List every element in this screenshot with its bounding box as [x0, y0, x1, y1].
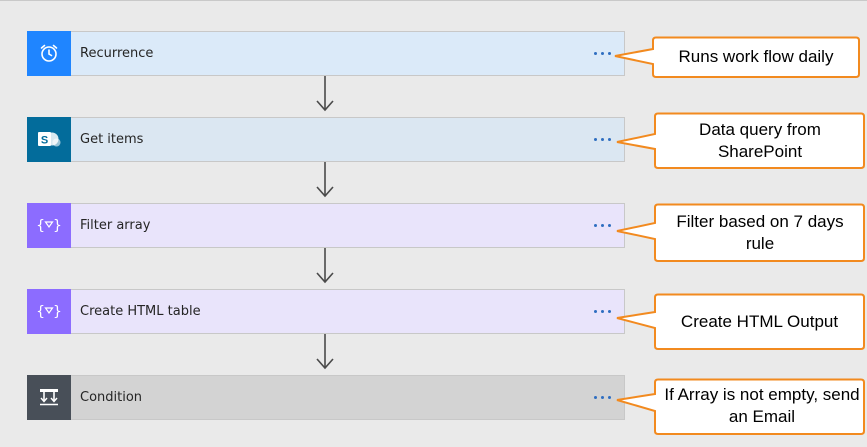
flow-arrow-down-icon	[316, 334, 334, 370]
more-options-button[interactable]	[582, 302, 622, 322]
dot-icon	[593, 138, 597, 141]
dot-icon	[600, 310, 604, 313]
step-create-html-table[interactable]: { } Create HTML table	[27, 288, 625, 334]
step-title: Recurrence	[80, 46, 154, 61]
callout-text: Create HTML Output	[680, 312, 839, 331]
dot-icon	[593, 224, 597, 227]
step-get-items[interactable]: S Get items	[27, 116, 625, 162]
dot-icon	[600, 224, 604, 227]
dot-icon	[593, 396, 597, 399]
callout-text: Filter based on 7 days rule	[676, 212, 844, 253]
dot-icon	[593, 310, 597, 313]
callout-text: Data query from SharePoint	[699, 120, 821, 161]
dot-icon	[593, 52, 597, 55]
dot-icon	[600, 396, 604, 399]
dot-icon	[607, 310, 611, 313]
flow-arrow-down-icon	[316, 248, 334, 284]
callout-bubble-shape	[616, 203, 865, 262]
dot-icon	[607, 52, 611, 55]
more-options-button[interactable]	[582, 44, 622, 64]
callout-annotation: Runs work flow daily	[610, 36, 860, 80]
dot-icon	[607, 224, 611, 227]
callout-text: If Array is not empty, send an Email	[664, 385, 860, 426]
dot-icon	[600, 52, 604, 55]
data-operation-icon: { }	[27, 288, 71, 334]
flow-arrow-down-icon	[316, 162, 334, 198]
callout-bubble-shape	[616, 378, 865, 435]
dot-icon	[607, 396, 611, 399]
more-options-button[interactable]	[582, 130, 622, 150]
alarm-clock-icon	[27, 30, 71, 76]
step-title: Condition	[80, 390, 143, 405]
callout-bubble-shape	[614, 36, 860, 78]
callout-text: Runs work flow daily	[678, 47, 834, 66]
top-divider	[0, 0, 867, 1]
condition-icon	[27, 374, 71, 420]
step-title: Get items	[80, 132, 144, 147]
more-options-button[interactable]	[582, 216, 622, 236]
callout-bubble-shape	[616, 293, 865, 350]
sharepoint-icon: S	[27, 116, 71, 162]
step-condition[interactable]: Condition	[27, 374, 625, 420]
flow-arrow-down-icon	[316, 76, 334, 112]
step-title: Create HTML table	[80, 304, 201, 319]
callout-annotation: Filter based on 7 days rule	[612, 203, 866, 263]
dot-icon	[607, 138, 611, 141]
step-recurrence[interactable]: Recurrence	[27, 30, 625, 76]
step-filter-array[interactable]: { } Filter array	[27, 202, 625, 248]
callout-annotation: If Array is not empty, send an Email	[612, 378, 866, 436]
data-operation-icon: { }	[27, 202, 71, 248]
callout-annotation: Create HTML Output	[612, 293, 866, 351]
dot-icon	[600, 138, 604, 141]
more-options-button[interactable]	[582, 388, 622, 408]
callout-bubble-shape	[616, 112, 865, 169]
callout-annotation: Data query from SharePoint	[612, 112, 866, 170]
svg-text:S: S	[41, 135, 48, 147]
step-title: Filter array	[80, 218, 151, 233]
